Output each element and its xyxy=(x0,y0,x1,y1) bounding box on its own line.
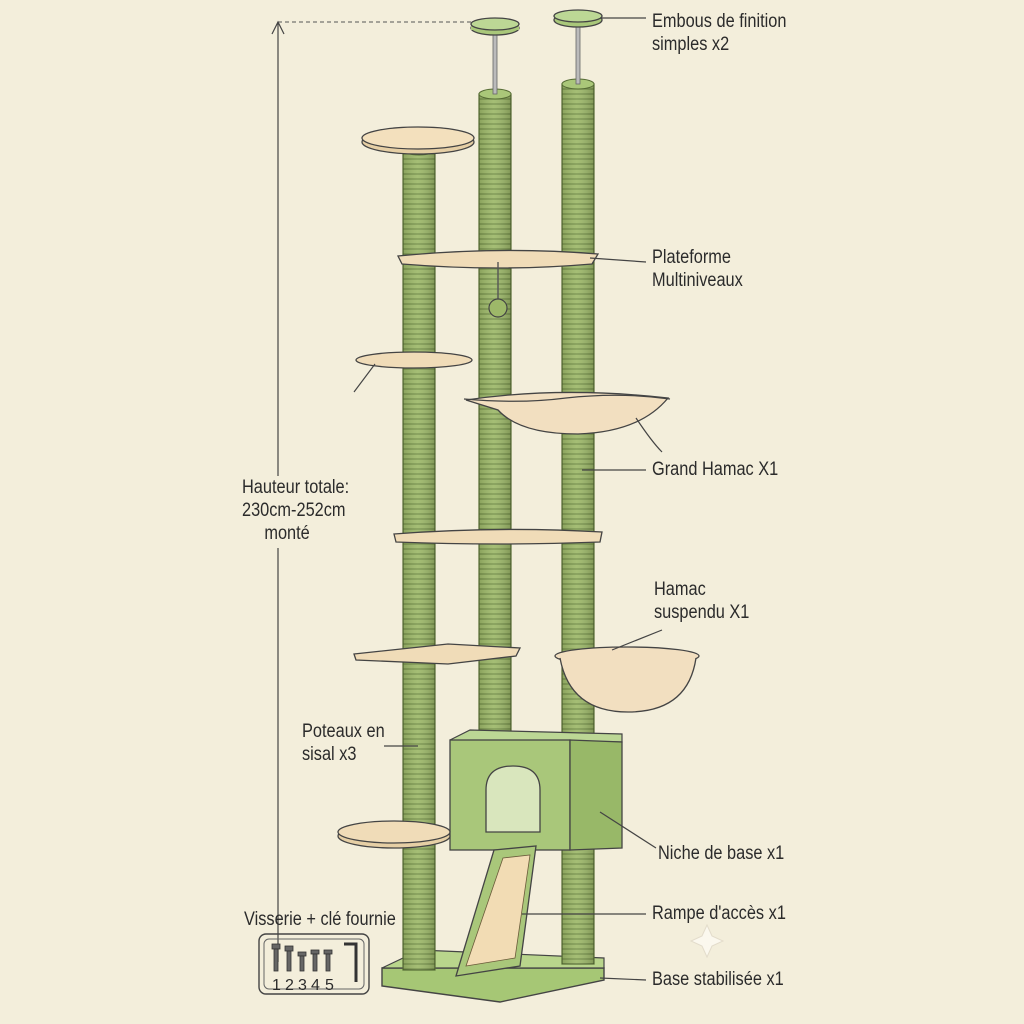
label-height-line2: 230cm-252cm xyxy=(242,500,346,521)
label-posts-line2: sisal x3 xyxy=(302,744,357,765)
label-hanging-hammock-line2: suspendu X1 xyxy=(654,602,750,623)
label-total-height: Hauteur totale: 230cm-252cm monté xyxy=(242,476,349,545)
screw-icon xyxy=(271,943,333,972)
label-stabilized-base: Base stabilisée x1 xyxy=(652,969,784,990)
svg-text:3: 3 xyxy=(298,977,307,994)
top-round-platform xyxy=(361,126,475,155)
sparkle-decoration xyxy=(689,923,725,959)
label-hanging-hammock-line1: Hamac xyxy=(654,579,706,600)
large-hammock xyxy=(463,391,671,435)
allen-key-icon xyxy=(344,942,358,982)
small-step-platform xyxy=(355,351,473,369)
access-ramp xyxy=(455,845,537,977)
label-platform-line2: Multiniveaux xyxy=(652,270,743,291)
hardware-kit: 1 2 3 4 5 xyxy=(258,933,370,995)
label-height-line1: Hauteur totale: xyxy=(242,477,350,498)
label-end-caps-line1: Embous de finition xyxy=(652,11,787,32)
label-large-hammock: Grand Hamac X1 xyxy=(652,459,779,480)
bottom-round-platform xyxy=(337,820,451,849)
label-platform-line1: Plateforme xyxy=(652,247,732,268)
middle-platform xyxy=(393,528,603,545)
multilevel-platform xyxy=(396,249,600,318)
label-height-line3: monté xyxy=(264,523,310,544)
label-end-caps-line2: simples x2 xyxy=(652,34,730,55)
height-dimension-line xyxy=(271,20,480,962)
base-condo xyxy=(449,729,623,851)
leader-lines xyxy=(353,17,663,981)
svg-text:1: 1 xyxy=(272,977,281,994)
label-access-ramp: Rampe d'accès x1 xyxy=(652,903,786,924)
label-sisal-posts: Poteaux en sisal x3 xyxy=(302,720,385,766)
svg-text:4: 4 xyxy=(311,977,320,994)
label-end-caps: Embous de finition simples x2 xyxy=(652,10,786,56)
lower-left-platform xyxy=(353,643,522,665)
label-hanging-hammock: Hamac suspendu X1 xyxy=(654,578,749,624)
label-hardware: Visserie + clé fournie xyxy=(244,909,396,930)
hardware-numbers: 1 2 3 4 5 xyxy=(272,977,334,994)
label-base-condo: Niche de base x1 xyxy=(658,843,785,864)
label-platform: Plateforme Multiniveaux xyxy=(652,246,743,292)
end-caps xyxy=(470,9,603,95)
hanging-basket-hammock xyxy=(554,646,700,713)
svg-text:2: 2 xyxy=(285,977,294,994)
svg-text:5: 5 xyxy=(325,977,334,994)
label-posts-line1: Poteaux en xyxy=(302,721,385,742)
